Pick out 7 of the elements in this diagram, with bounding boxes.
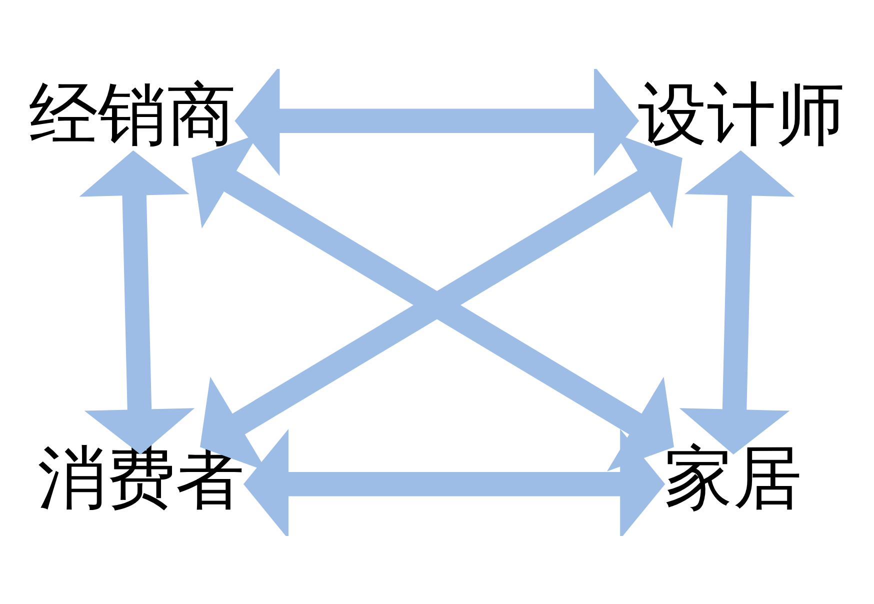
node-text: 家居 [664, 438, 802, 518]
node-text: 设计师 [638, 74, 845, 155]
arrow [234, 68, 640, 176]
arrow [243, 428, 666, 536]
node-text: 经销商 [29, 74, 236, 155]
arrow [679, 150, 795, 454]
arrow [79, 150, 195, 454]
